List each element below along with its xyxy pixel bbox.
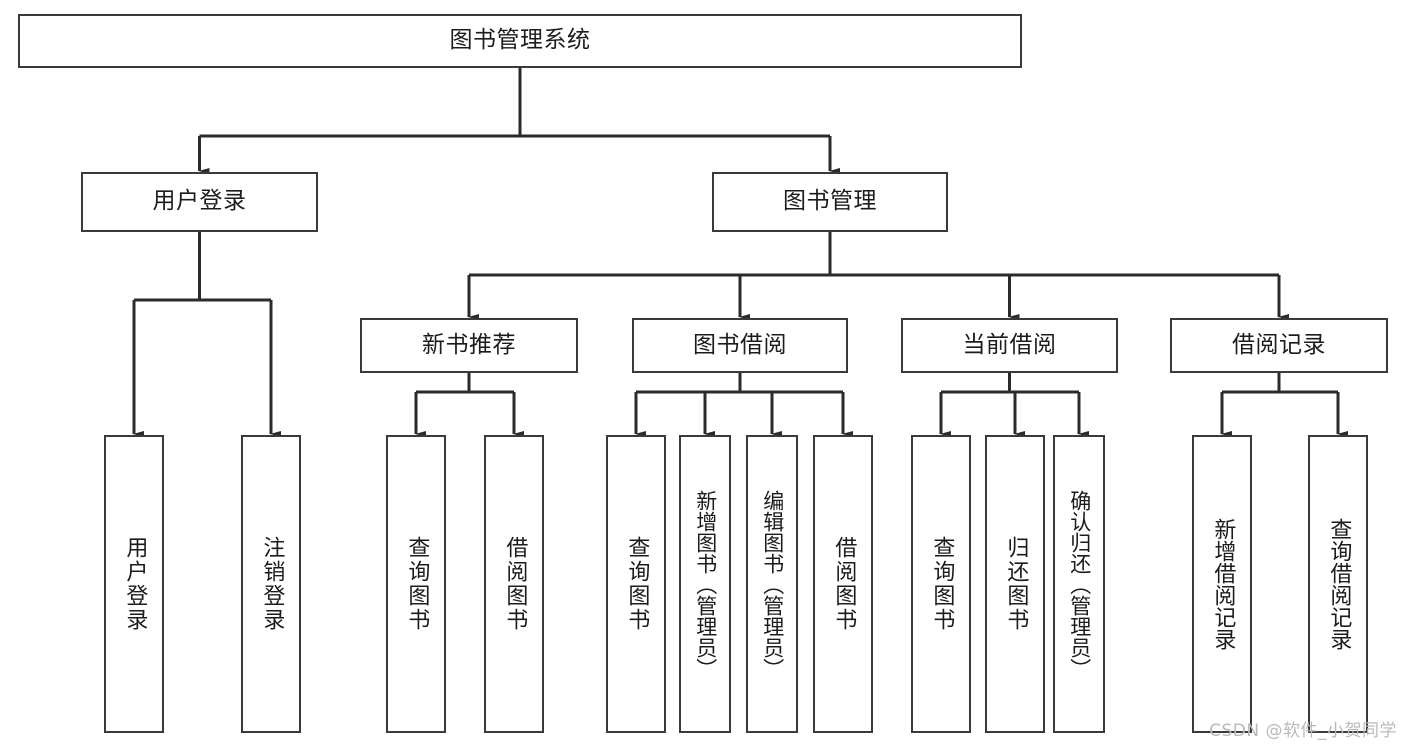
node-root[interactable]: 图书管理系统 — [18, 14, 1022, 68]
node-leaf-borrow-book-recommend-label: 借阅图书 — [502, 536, 528, 632]
node-leaf-return-book[interactable]: 归还图书 — [985, 435, 1045, 733]
node-leaf-add-borrow-record-label: 新增借阅记录 — [1210, 518, 1236, 650]
node-root-label: 图书管理系统 — [449, 27, 591, 54]
node-leaf-confirm-return-label: 确认归还（管理员） — [1067, 489, 1092, 679]
node-leaf-edit-book[interactable]: 编辑图书（管理员） — [746, 435, 798, 733]
node-leaf-user-login[interactable]: 用户登录 — [104, 435, 164, 733]
node-borrow-records[interactable]: 借阅记录 — [1170, 318, 1388, 373]
node-leaf-confirm-return[interactable]: 确认归还（管理员） — [1053, 435, 1105, 733]
node-user-login[interactable]: 用户登录 — [81, 172, 318, 232]
node-new-book-recommend[interactable]: 新书推荐 — [360, 318, 578, 373]
node-leaf-user-login-label: 用户登录 — [122, 536, 148, 632]
node-book-borrow-label: 图书借阅 — [693, 331, 787, 358]
node-leaf-logout[interactable]: 注销登录 — [241, 435, 301, 733]
node-leaf-borrow-book[interactable]: 借阅图书 — [813, 435, 873, 733]
node-leaf-query-book-recommend-label: 查询图书 — [404, 536, 430, 632]
node-leaf-add-book[interactable]: 新增图书（管理员） — [679, 435, 731, 733]
node-leaf-query-book-current-label: 查询图书 — [929, 536, 955, 632]
node-leaf-add-book-label: 新增图书（管理员） — [693, 489, 718, 679]
node-book-management-label: 图书管理 — [783, 188, 877, 215]
node-book-borrow[interactable]: 图书借阅 — [632, 318, 848, 373]
node-leaf-query-book-borrow-label: 查询图书 — [624, 536, 650, 632]
node-leaf-query-book-recommend[interactable]: 查询图书 — [386, 435, 446, 733]
node-current-borrow-label: 当前借阅 — [962, 331, 1057, 358]
node-leaf-add-borrow-record[interactable]: 新增借阅记录 — [1192, 435, 1252, 733]
node-user-login-label: 用户登录 — [152, 188, 247, 215]
node-leaf-logout-label: 注销登录 — [259, 536, 285, 632]
connector-group — [132, 68, 1348, 437]
node-borrow-records-label: 借阅记录 — [1232, 331, 1326, 358]
node-new-book-recommend-label: 新书推荐 — [422, 331, 516, 358]
node-book-management[interactable]: 图书管理 — [712, 172, 948, 232]
node-current-borrow[interactable]: 当前借阅 — [901, 318, 1118, 373]
node-leaf-query-book-borrow[interactable]: 查询图书 — [606, 435, 666, 733]
node-leaf-return-book-label: 归还图书 — [1003, 536, 1029, 632]
node-leaf-query-borrow-record-label: 查询借阅记录 — [1326, 518, 1352, 650]
node-leaf-borrow-book-recommend[interactable]: 借阅图书 — [484, 435, 544, 733]
node-leaf-query-book-current[interactable]: 查询图书 — [911, 435, 971, 733]
node-leaf-query-borrow-record[interactable]: 查询借阅记录 — [1308, 435, 1368, 733]
node-leaf-edit-book-label: 编辑图书（管理员） — [760, 489, 785, 679]
node-leaf-borrow-book-label: 借阅图书 — [831, 536, 857, 632]
